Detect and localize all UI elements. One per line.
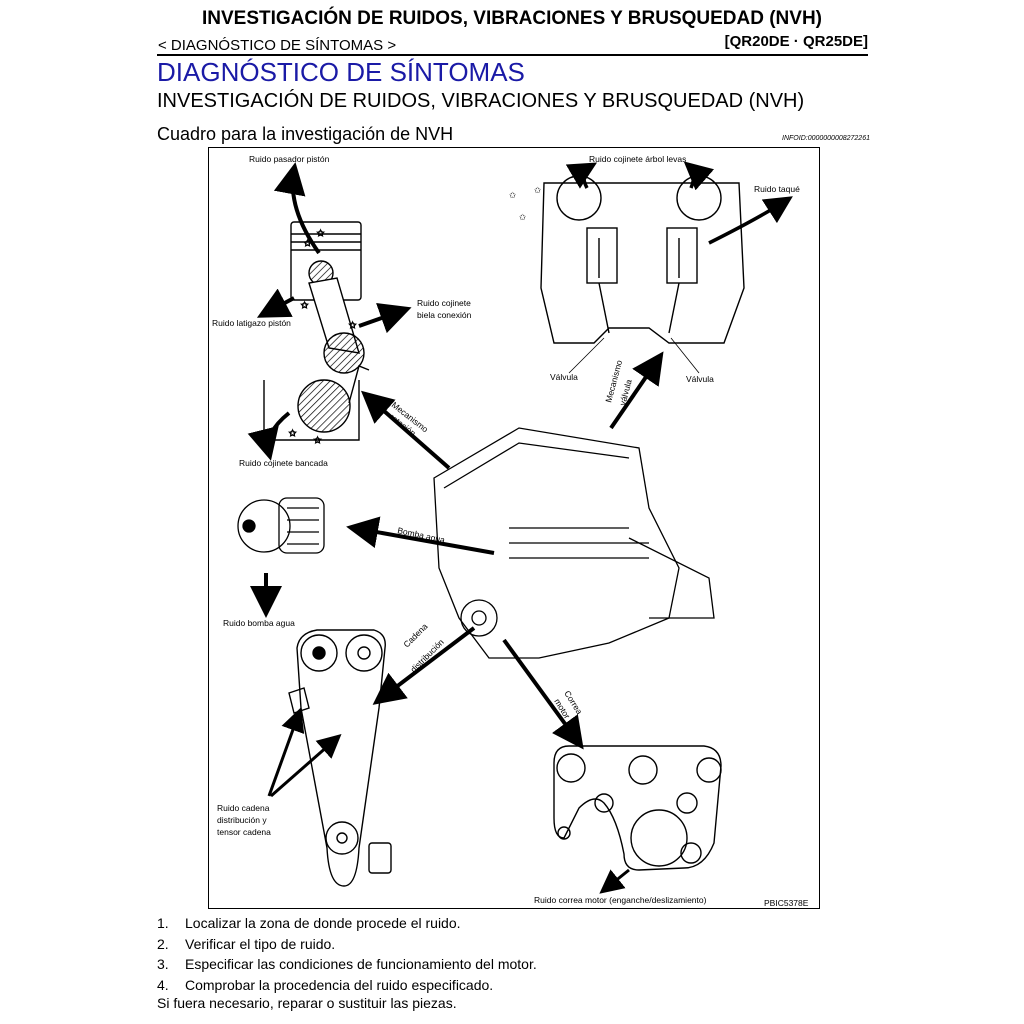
label-piston-pin-noise: Ruido pasador pistón bbox=[249, 154, 330, 164]
svg-text:✩: ✩ bbox=[289, 428, 297, 438]
nvh-diagram-svg: ✩ ✩ ✩ ✩ ✩ ✩ Ruido pasador pistón Ruido l… bbox=[212, 154, 809, 907]
label-water-pump-noise: Ruido bomba agua bbox=[223, 618, 295, 628]
label-camshaft-bearing-noise: Ruido cojinete árbol levas bbox=[589, 154, 686, 164]
label-valve-left: Válvula bbox=[550, 372, 578, 382]
timing-chain-arrows bbox=[267, 707, 342, 798]
label-chain-noise-3: tensor cadena bbox=[217, 827, 271, 837]
breadcrumb[interactable]: < DIAGNÓSTICO DE SÍNTOMAS > bbox=[158, 37, 397, 54]
svg-text:✩: ✩ bbox=[301, 300, 309, 310]
label-tappet-noise: Ruido taqué bbox=[754, 184, 800, 194]
label-chain-noise-1: Ruido cadena bbox=[217, 803, 270, 813]
timing-chain-drawing bbox=[288, 629, 392, 887]
label-water-pump: Bomba agua bbox=[397, 525, 446, 545]
valve-leader-lines bbox=[568, 337, 700, 374]
label-chain-noise-2: distribución y bbox=[217, 815, 267, 825]
drive-belt-drawing bbox=[553, 745, 722, 871]
svg-text:✩: ✩ bbox=[509, 190, 517, 200]
drive-belt-arrow bbox=[599, 868, 630, 894]
cylinder-head-drawing bbox=[540, 175, 745, 344]
label-valve-mechanism-2: válvula bbox=[617, 378, 634, 406]
label-conrod-bearing-2: biela conexión bbox=[417, 310, 472, 320]
list-item: 4.Comprobar la procedencia del ruido esp… bbox=[157, 976, 494, 993]
nvh-diagram: ✩ ✩ ✩ ✩ ✩ ✩ Ruido pasador pistón Ruido l… bbox=[208, 147, 820, 909]
header-divider bbox=[157, 54, 868, 56]
label-main-bearing-noise: Ruido cojinete bancada bbox=[239, 458, 328, 468]
svg-text:✩: ✩ bbox=[519, 212, 527, 222]
label-timing-chain-1: Cadena bbox=[401, 621, 429, 649]
info-id: INFOID:0000000008272261 bbox=[782, 135, 870, 142]
svg-text:✩: ✩ bbox=[317, 228, 325, 238]
label-valve-right: Válvula bbox=[686, 374, 714, 384]
label-piston-slap-noise: Ruido latigazo pistón bbox=[212, 318, 291, 328]
cylinder-head-arrows bbox=[565, 161, 793, 245]
piston-assembly-drawing bbox=[263, 221, 370, 441]
label-conrod-bearing-1: Ruido cojinete bbox=[417, 298, 471, 308]
footer-note: Si fuera necesario, reparar o sustituir … bbox=[157, 995, 457, 1011]
section-title: DIAGNÓSTICO DE SÍNTOMAS bbox=[157, 57, 525, 87]
list-item: 3.Especificar las condiciones de funcion… bbox=[157, 956, 537, 972]
svg-text:✩: ✩ bbox=[534, 185, 542, 195]
chart-title: Cuadro para la investigación de NVH bbox=[157, 124, 454, 144]
svg-text:✩: ✩ bbox=[304, 238, 312, 248]
svg-text:✩: ✩ bbox=[314, 435, 322, 445]
steps-list: 1.Localizar la zona de donde procede el … bbox=[157, 913, 537, 995]
label-belt-noise: Ruido correa motor (enganche/deslizamien… bbox=[534, 895, 707, 905]
piston-noise-stars: ✩ ✩ ✩ ✩ ✩ ✩ bbox=[289, 228, 358, 446]
page-subtitle: INVESTIGACIÓN DE RUIDOS, VIBRACIONES Y B… bbox=[157, 90, 805, 112]
engine-arrows bbox=[346, 351, 664, 750]
header-title: INVESTIGACIÓN DE RUIDOS, VIBRACIONES Y B… bbox=[201, 8, 823, 29]
figure-code: PBIC5378E bbox=[764, 898, 809, 907]
model-code: [QR20DE · QR25DE] bbox=[724, 33, 868, 50]
cylinder-head-stars: ✩ ✩ ✩ bbox=[509, 185, 542, 222]
list-item: 1.Localizar la zona de donde procede el … bbox=[157, 915, 461, 931]
svg-text:✩: ✩ bbox=[349, 320, 357, 330]
engine-block-drawing bbox=[433, 427, 715, 659]
piston-arrows bbox=[247, 162, 412, 461]
water-pump-drawing bbox=[237, 497, 325, 554]
list-item: 2.Verificar el tipo de ruido. bbox=[157, 935, 336, 952]
